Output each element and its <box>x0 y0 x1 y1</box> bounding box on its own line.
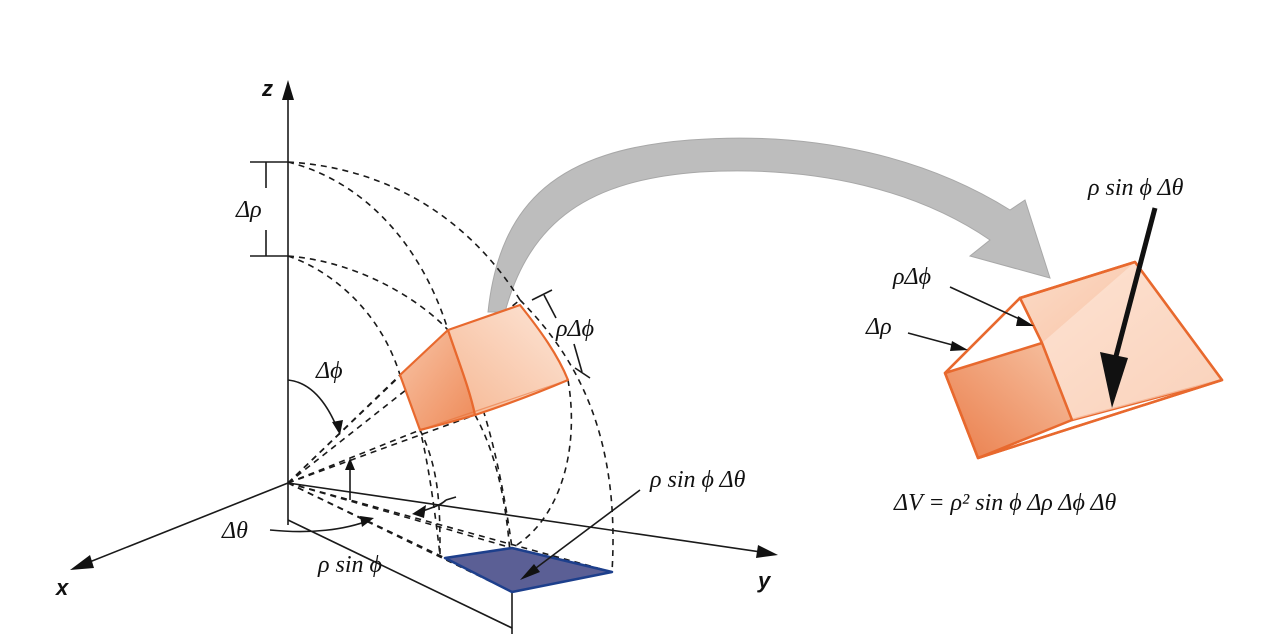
y-axis-label: y <box>757 568 772 593</box>
delta-phi-arc <box>287 379 339 431</box>
delta-rho-bracket <box>250 161 288 257</box>
delta-theta-label: Δθ <box>221 518 248 544</box>
radial-rays <box>287 299 613 593</box>
volume-formula: ΔV = ρ² sin ϕ Δρ Δϕ Δθ <box>893 490 1117 516</box>
rho-sin-phi-label: ρ sin ϕ <box>317 552 382 578</box>
rho-sin-phi-bracket <box>287 483 513 634</box>
rho-sin-phi-dtheta-label-left: ρ sin ϕ Δθ <box>649 467 746 493</box>
rho-sin-phi-dtheta-label-right: ρ sin ϕ Δθ <box>1087 175 1184 201</box>
delta-rho-label: Δρ <box>235 197 262 223</box>
transfer-arrow <box>487 137 1051 313</box>
x-axis <box>70 482 289 570</box>
rho-delta-phi-label-left: ρΔϕ <box>555 316 594 342</box>
z-axis-label: z <box>261 76 273 101</box>
spherical-wedge <box>398 303 570 432</box>
delta-phi-label: Δϕ <box>315 358 343 384</box>
expanded-volume-box <box>943 260 1224 460</box>
y-axis <box>287 482 778 558</box>
rho-delta-phi-label-right: ρΔϕ <box>892 264 931 290</box>
xy-projection <box>443 546 614 594</box>
rho-delta-phi-bracket-left <box>531 289 591 379</box>
x-axis-label: x <box>55 575 69 600</box>
delta-rho-label-right: Δρ <box>865 314 892 340</box>
delta-theta-arc <box>269 519 371 533</box>
rho-sin-phi-dtheta-arrow <box>1112 207 1158 361</box>
z-axis <box>282 80 294 483</box>
